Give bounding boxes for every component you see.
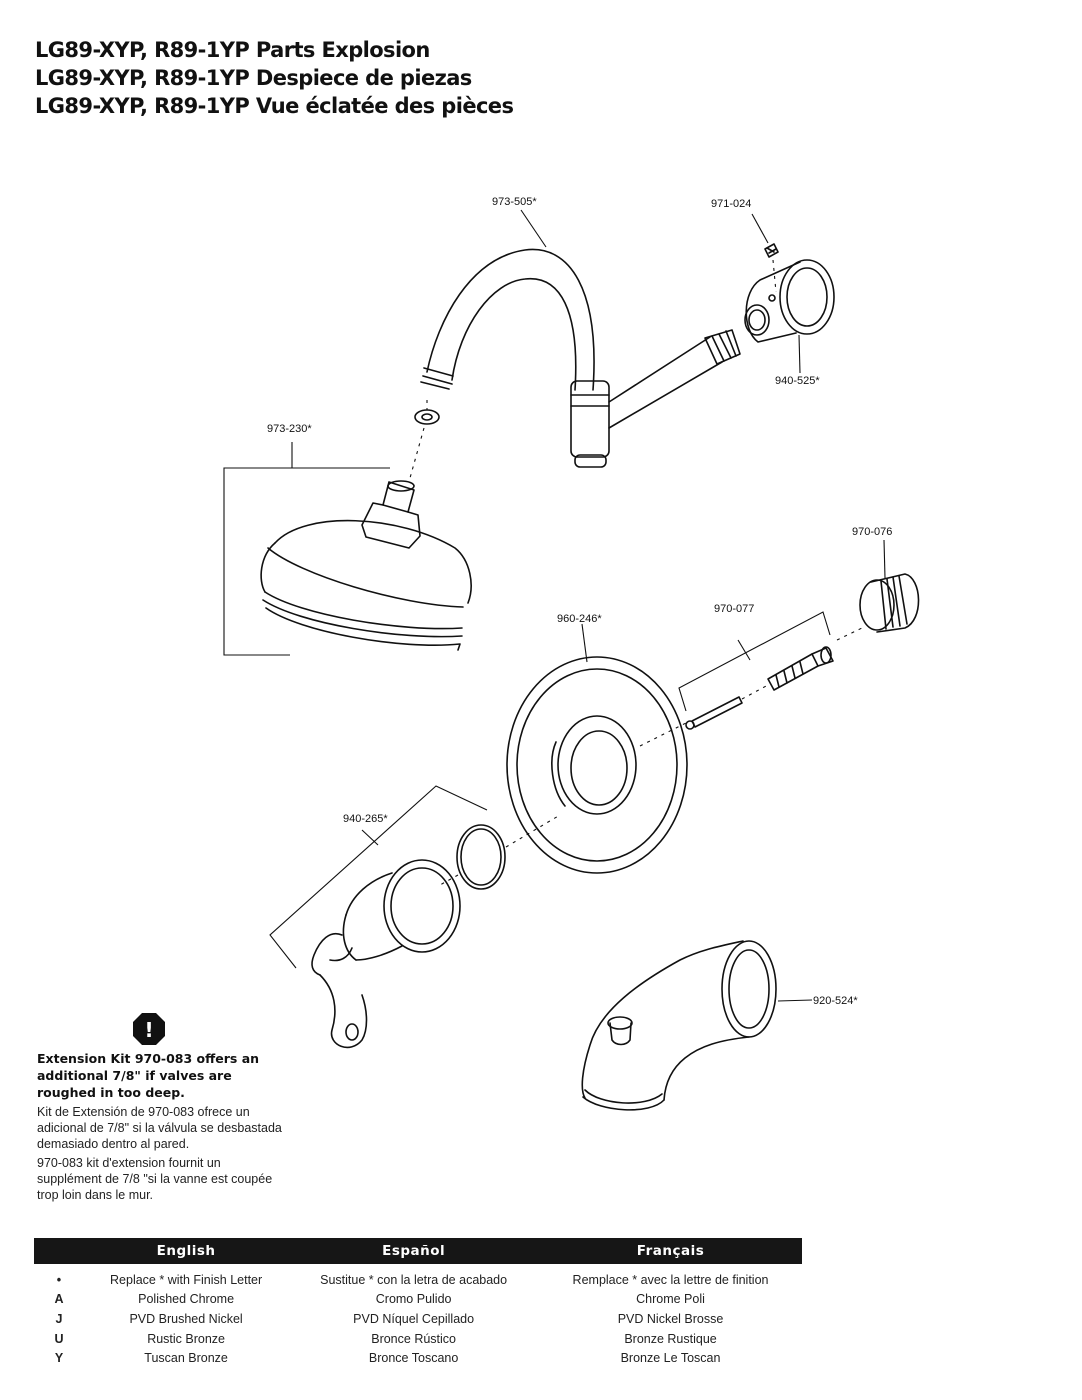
finish-french: Bronze Le Toscan [620, 1351, 721, 1366]
label-set-screw: 971-024 [711, 198, 751, 210]
exclamation-octagon-icon: ! [133, 1013, 165, 1045]
svg-text:!: ! [144, 1018, 153, 1042]
title-spanish: LG89-XYP, R89-1YP Despiece de piezas [35, 66, 472, 90]
handle-part [311, 859, 461, 1049]
arm-flange-part [744, 259, 835, 343]
escutcheon-part [506, 656, 688, 874]
parts-explosion-diagram: 973-505* 971-024 940-525* 973-230* 970-0… [223, 196, 920, 1111]
label-screws: 970-077 [714, 603, 754, 615]
table-row: A Polished Chrome Cromo Pulido Chrome Po… [34, 1290, 802, 1310]
set-screw-part [764, 243, 779, 258]
legend-header-french: Français [539, 1238, 802, 1264]
note-french: 970-083 kit d'extension fournit un suppl… [37, 1156, 273, 1202]
washer-part [414, 409, 440, 425]
screws-bracket [678, 611, 831, 712]
note-spanish: Kit de Extensión de 970-083 ofrece un ad… [37, 1105, 282, 1151]
tub-spout-part [581, 940, 777, 1111]
finish-code: Y [54, 1351, 64, 1366]
note-english: Extension Kit 970-083 offers an addition… [37, 1051, 260, 1100]
label-sleeve: 970-076 [852, 526, 892, 538]
finish-code: A [54, 1292, 64, 1307]
label-arm-flange: 940-525* [775, 375, 820, 387]
finish-code: • [56, 1272, 62, 1287]
shower-head-bracket [223, 442, 390, 656]
table-row: J PVD Brushed Nickel PVD Níquel Cepillad… [34, 1309, 802, 1329]
finish-french: Remplace * avec la lettre de finition [572, 1272, 769, 1287]
finish-english: Rustic Bronze [147, 1331, 225, 1346]
finish-spanish: Cromo Pulido [375, 1292, 452, 1307]
legend-header-english: English [84, 1238, 289, 1264]
table-row: • Replace * with Finish Letter Sustitue … [34, 1264, 802, 1290]
label-handle: 940-265* [343, 813, 388, 825]
finish-legend-table: English Español Français • Replace * wit… [34, 1238, 802, 1368]
finish-english: PVD Brushed Nickel [129, 1311, 243, 1326]
o-ring-part [456, 824, 506, 890]
finish-english: Tuscan Bronze [144, 1351, 228, 1366]
finish-english: Polished Chrome [138, 1292, 235, 1307]
handle-bracket [269, 785, 488, 969]
finish-french: Chrome Poli [636, 1292, 705, 1307]
finish-code: U [54, 1331, 64, 1346]
legend-header-row: English Español Français [34, 1238, 802, 1264]
screws-part [685, 646, 834, 730]
finish-french: Bronze Rustique [624, 1331, 717, 1346]
shower-arm-part [420, 248, 741, 468]
label-tub-spout: 920-524* [813, 995, 858, 1007]
label-shower-head: 973-230* [267, 423, 312, 435]
finish-spanish: PVD Níquel Cepillado [353, 1311, 475, 1326]
finish-code: J [55, 1311, 63, 1326]
shower-head-part [260, 480, 472, 651]
finish-spanish: Bronce Rústico [371, 1331, 456, 1346]
finish-french: PVD Nickel Brosse [617, 1311, 724, 1326]
legend-header-spanish: Español [288, 1238, 540, 1264]
table-row: Y Tuscan Bronze Bronce Toscano Bronze Le… [34, 1348, 802, 1368]
table-row: U Rustic Bronze Bronce Rústico Bronze Ru… [34, 1329, 802, 1349]
finish-spanish: Bronce Toscano [368, 1351, 459, 1366]
legend-header-code [34, 1238, 84, 1264]
title-french: LG89-XYP, R89-1YP Vue éclatée des pièces [35, 94, 514, 118]
sleeve-part [859, 573, 920, 633]
finish-spanish: Sustitue * con la letra de acabado [320, 1272, 508, 1287]
label-escutcheon: 960-246* [557, 613, 602, 625]
centerlines [409, 259, 863, 886]
finish-english: Replace * with Finish Letter [110, 1272, 263, 1287]
title-block: LG89-XYP, R89-1YP Parts Explosion LG89-X… [35, 36, 514, 120]
title-english: LG89-XYP, R89-1YP Parts Explosion [35, 38, 430, 62]
leader-lines [520, 209, 886, 1002]
label-shower-arm: 973-505* [492, 196, 537, 208]
extension-kit-note: Extension Kit 970-083 offers an addition… [37, 1050, 287, 1203]
